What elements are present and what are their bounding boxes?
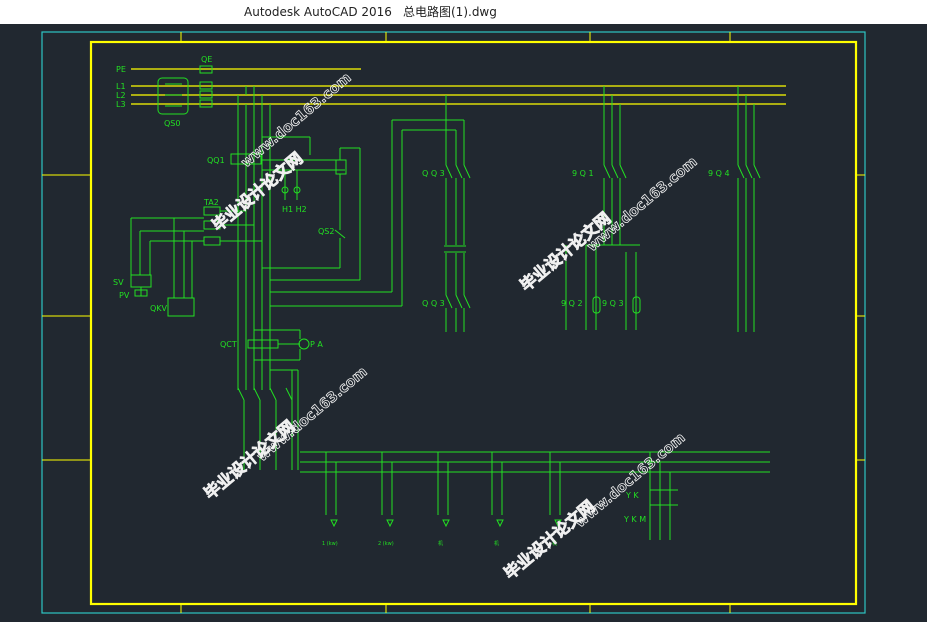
label-h1h2: H1 H2 <box>282 205 307 214</box>
busbars <box>131 68 786 105</box>
label-qe: QE <box>201 55 212 64</box>
label-pe: PE <box>116 65 126 74</box>
watermark-brand: 毕业设计论文网 <box>516 209 614 296</box>
label-l3: L3 <box>116 100 126 109</box>
label-out1: 1 (kw) <box>322 541 338 547</box>
watermarks: 毕业设计论文网 www.doc163.com 毕业设计论文网 www.doc16… <box>200 70 701 584</box>
label-out5: 机 <box>552 540 557 547</box>
frame-zone-ticks <box>42 32 865 613</box>
label-qq3: Q Q 3 <box>422 169 445 178</box>
title-bar: Autodesk AutoCAD 2016 总电路图(1).dwg <box>0 0 927 24</box>
label-pa: P A <box>310 340 323 349</box>
component-labels: PE L1 L2 L3 QE QS0 QQ1 H1 H2 TA2 QS2 SV … <box>113 55 730 547</box>
label-out4: 机 <box>494 540 499 547</box>
label-pv: PV <box>119 291 130 300</box>
label-l1: L1 <box>116 82 126 91</box>
label-9q4: 9 Q 4 <box>708 169 730 178</box>
label-qq1: QQ1 <box>207 156 225 165</box>
document-title: 总电路图(1).dwg <box>403 5 497 19</box>
label-out2: 2 (kw) <box>378 541 394 547</box>
label-qct: QCT <box>220 340 237 349</box>
label-l2: L2 <box>116 91 126 100</box>
inner-frame <box>89 40 858 606</box>
label-ykm2: Y K <box>625 491 639 500</box>
label-ta2: TA2 <box>203 198 219 207</box>
drawing-canvas[interactable]: PE L1 L2 L3 QE QS0 QQ1 H1 H2 TA2 QS2 SV … <box>0 24 927 622</box>
wiring <box>130 65 770 540</box>
outer-frame <box>41 31 866 614</box>
watermark-url: www.doc163.com <box>254 364 370 465</box>
watermark-url: www.doc163.com <box>584 154 700 255</box>
label-qs2: QS2 <box>318 227 334 236</box>
label-qkv: QKV <box>150 304 168 313</box>
label-9q1: 9 Q 1 <box>572 169 594 178</box>
label-qs0: QS0 <box>164 119 180 128</box>
label-qq3-lower: Q Q 3 <box>422 299 445 308</box>
label-sv: SV <box>113 278 124 287</box>
label-ykm: Y K M <box>623 515 646 524</box>
app-title: Autodesk AutoCAD 2016 <box>244 5 392 19</box>
label-9q3: 9 Q 3 <box>602 299 624 308</box>
label-out3: 机 <box>438 540 443 547</box>
label-9q2: 9 Q 2 <box>561 299 583 308</box>
